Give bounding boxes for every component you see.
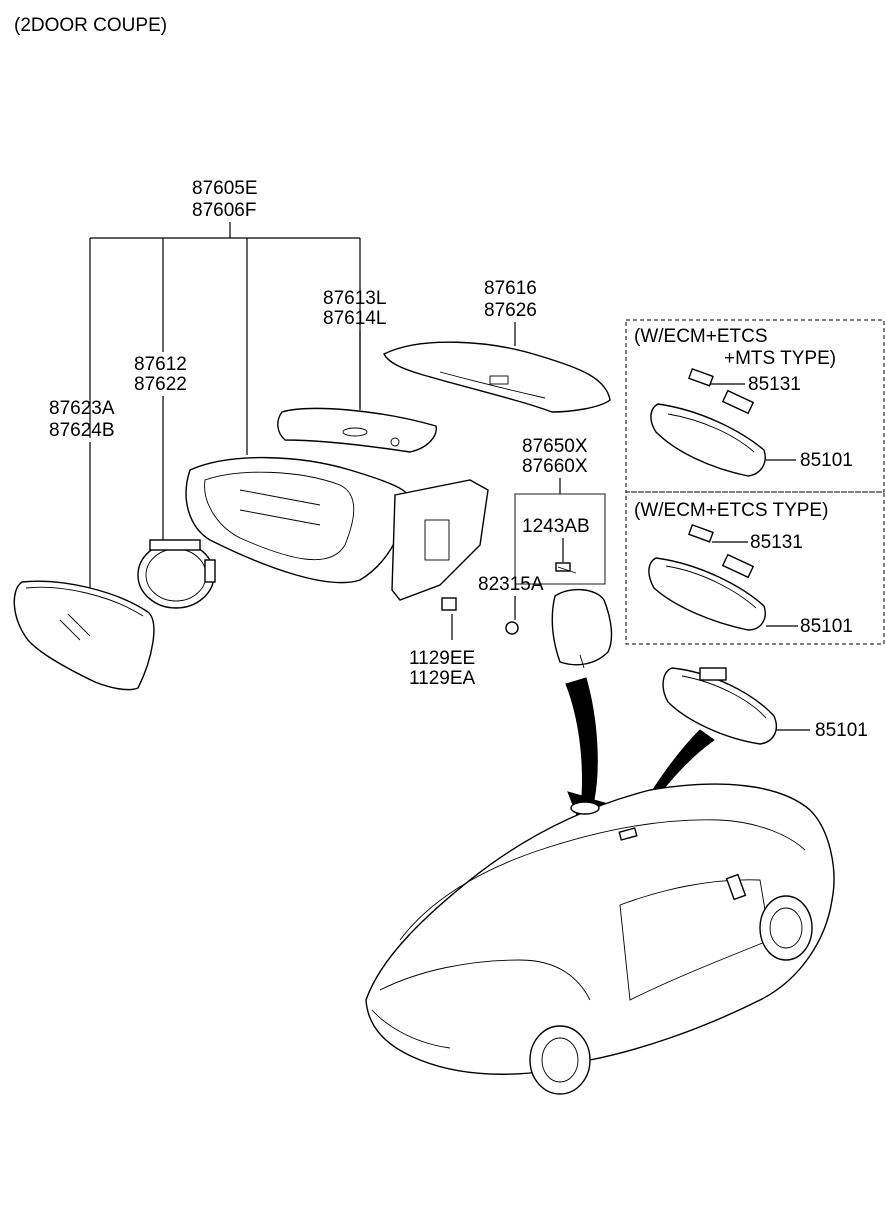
label-87660X: 87660X	[522, 456, 588, 477]
box2-label-85101: 85101	[800, 616, 853, 637]
label-87606F: 87606F	[192, 200, 256, 221]
label-87614L: 87614L	[323, 308, 386, 329]
mirror-glass-part	[13, 580, 155, 691]
label-87616: 87616	[484, 278, 537, 299]
label-87612: 87612	[134, 354, 187, 375]
variant-box-mts	[625, 319, 885, 493]
label-87624B: 87624B	[49, 420, 115, 441]
box1-mirror-part	[650, 403, 766, 477]
inside-mirror-part	[662, 667, 778, 745]
bolt-part	[441, 597, 457, 611]
label-87623A: 87623A	[49, 398, 115, 419]
leader-box	[514, 493, 606, 585]
box2-title: (W/ECM+ETCS TYPE)	[634, 500, 828, 521]
box2-bracket-part	[687, 523, 755, 579]
clip-part	[505, 621, 519, 635]
label-1129EE: 1129EE	[409, 648, 475, 669]
box1-title-line2: +MTS TYPE)	[724, 348, 836, 369]
label-1243AB: 1243AB	[522, 516, 590, 537]
label-85101: 85101	[815, 720, 868, 741]
lower-cover-part	[277, 407, 437, 453]
box2-mirror-part	[648, 557, 766, 631]
label-87650X: 87650X	[522, 436, 588, 457]
label-1129EA: 1129EA	[409, 668, 476, 689]
box1-label-85101: 85101	[800, 450, 853, 471]
arrow-side-mirror	[565, 677, 610, 819]
box1-label-85131: 85131	[748, 374, 801, 395]
variant-box-ecm	[625, 491, 885, 645]
box1-title-line1: (W/ECM+ETCS	[634, 326, 768, 347]
car-illustration	[365, 783, 835, 1095]
label-87626: 87626	[484, 300, 537, 321]
screw-part	[555, 562, 577, 574]
mirror-housing-part	[185, 456, 489, 601]
upper-cover-part	[383, 341, 611, 413]
small-cover-part	[551, 589, 613, 669]
box1-bracket-part	[687, 367, 755, 415]
label-82315A: 82315A	[478, 574, 544, 595]
actuator-part	[137, 539, 216, 609]
label-87605E: 87605E	[192, 178, 258, 199]
box2-label-85131: 85131	[750, 532, 803, 553]
page-title: (2DOOR COUPE)	[14, 15, 167, 36]
label-87613L: 87613L	[323, 288, 386, 309]
label-87622: 87622	[134, 374, 187, 395]
assembly-bracket	[89, 222, 361, 455]
